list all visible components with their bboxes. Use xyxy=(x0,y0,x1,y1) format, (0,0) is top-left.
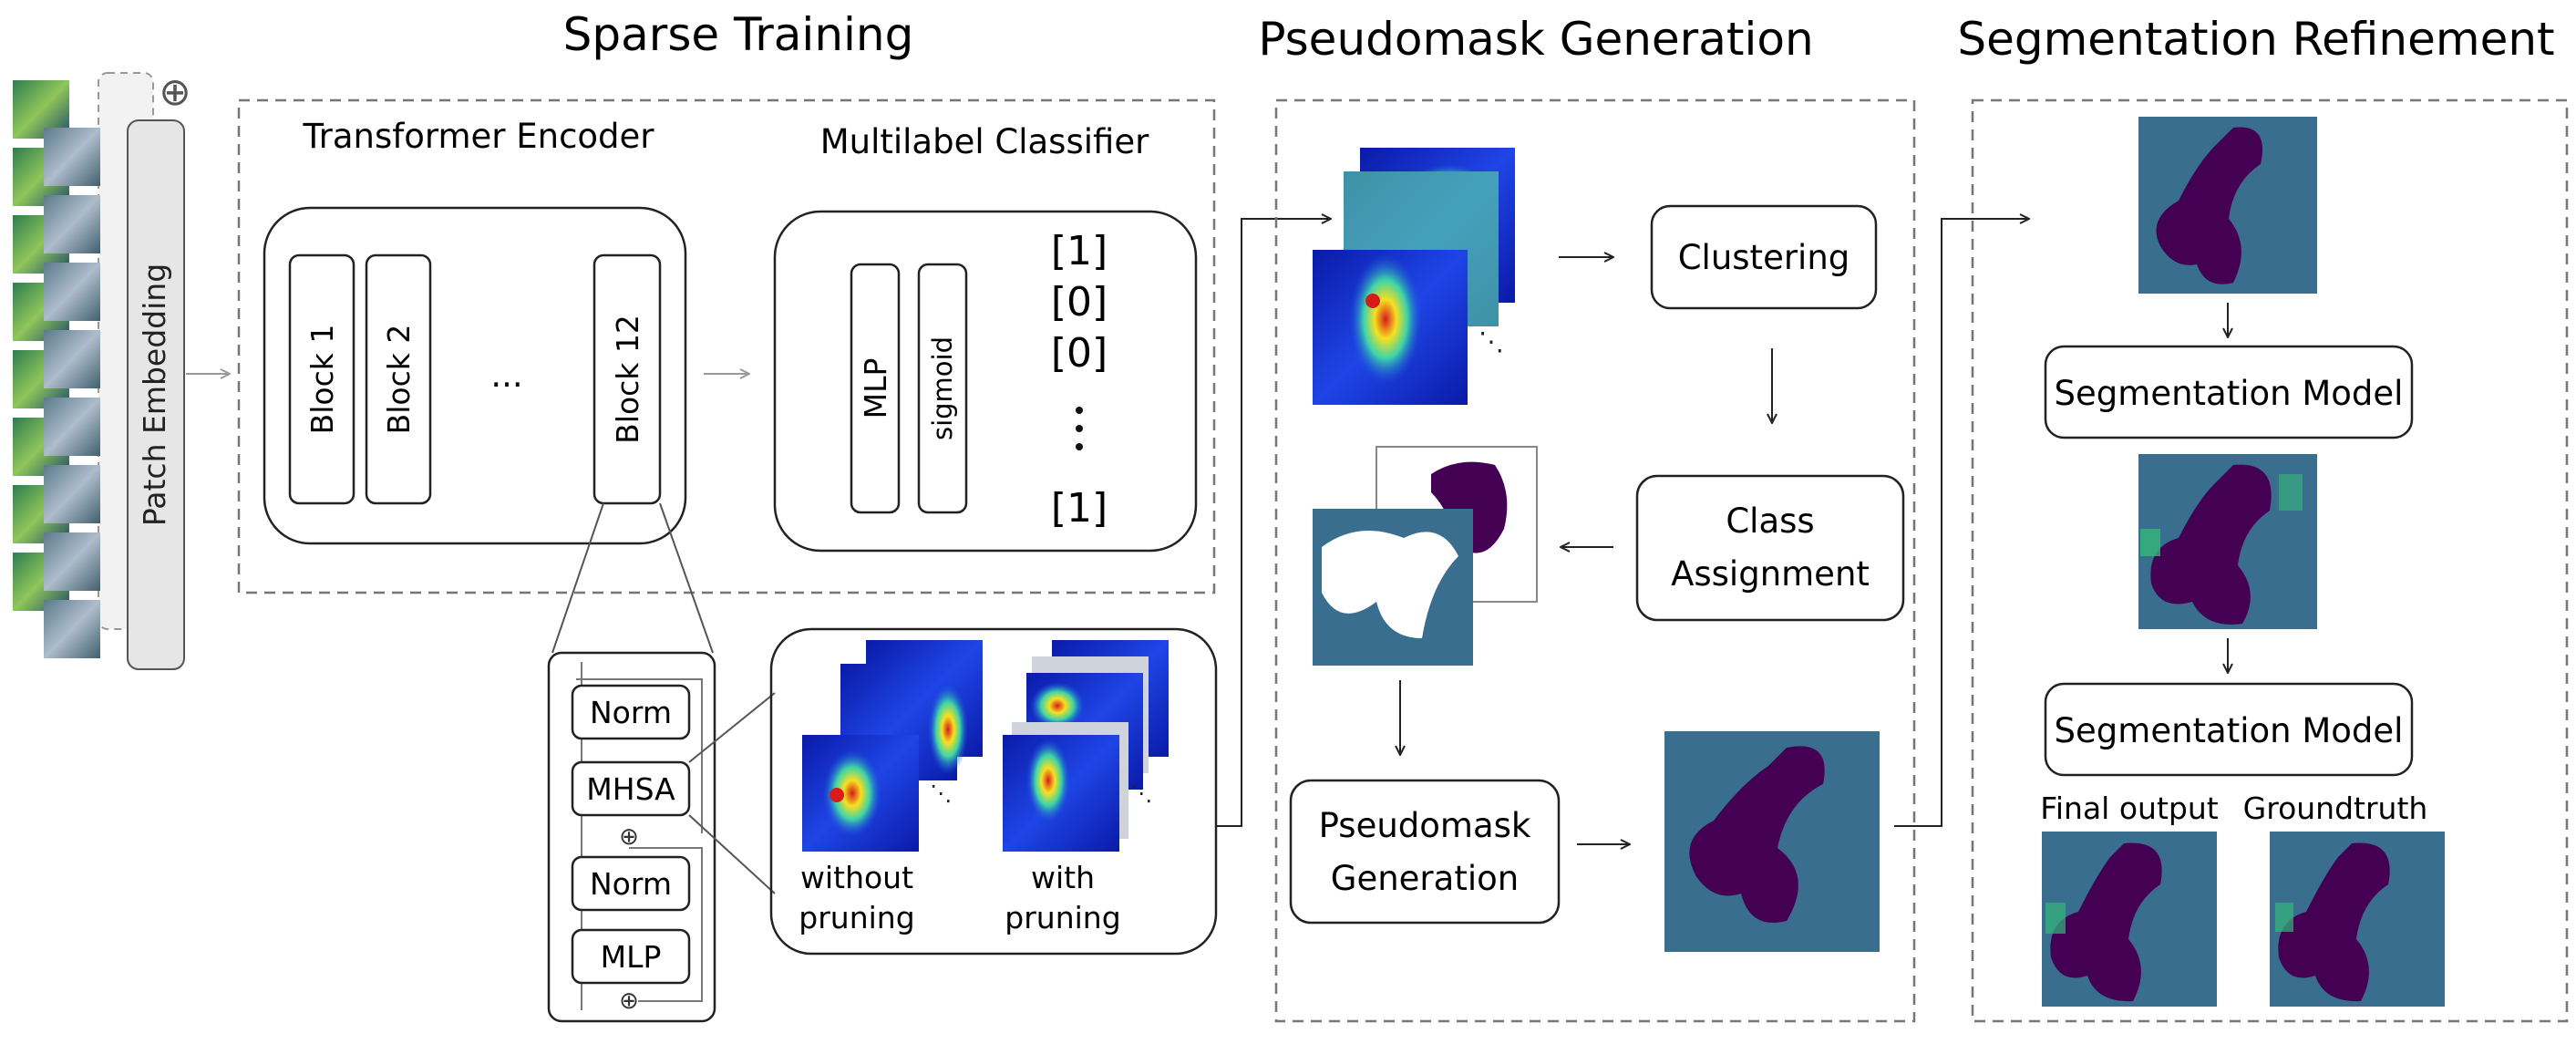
attention-heatmaps-with-pruning: ⋱ xyxy=(1003,640,1169,852)
without-pruning-line-2: pruning xyxy=(799,900,914,935)
arrow-attention-to-pseudomask xyxy=(1216,219,1331,827)
svg-text:⋱: ⋱ xyxy=(930,780,952,806)
multilabel-classifier-box xyxy=(773,210,1198,553)
block-12-label: Block 12 xyxy=(610,315,645,444)
segmentation-model-label-2: Segmentation Model xyxy=(2055,711,2404,750)
transformer-encoder-label: Transformer Encoder xyxy=(302,117,654,156)
with-pruning-line-1: with xyxy=(1031,860,1095,895)
output-2: [0] xyxy=(1051,330,1108,377)
block-1 xyxy=(288,253,355,505)
block-1-label: Block 1 xyxy=(304,325,340,435)
segmentation-model-label-1: Segmentation Model xyxy=(2055,374,2404,413)
segmentation-model-box-1[interactable] xyxy=(2044,345,2414,439)
refinement-container xyxy=(1971,98,2569,1023)
detail-mlp xyxy=(571,928,691,985)
svg-text:⋱: ⋱ xyxy=(1130,780,1152,806)
input-patches xyxy=(13,72,154,658)
block-12 xyxy=(592,253,662,505)
detail-mlp-label: MLP xyxy=(601,939,662,975)
section-title-pseudomask-generation: Pseudomask Generation xyxy=(1258,13,1813,66)
groundtruth-label: Groundtruth xyxy=(2243,790,2428,826)
clustering-box[interactable] xyxy=(1650,204,1878,310)
residual-path-2 xyxy=(629,847,703,1002)
block-2-label: Block 2 xyxy=(381,325,417,435)
output-3: [1] xyxy=(1051,485,1108,532)
zoom-line-attn-top xyxy=(688,692,776,763)
classifier-mlp xyxy=(850,263,901,514)
refinement-intermediate-mask xyxy=(2138,454,2317,629)
zoom-line-left xyxy=(551,502,604,654)
without-pruning-line-1: without xyxy=(800,860,913,895)
groundtruth-image xyxy=(2270,832,2445,1007)
detail-mhsa-label: MHSA xyxy=(586,771,675,807)
sparse-training-container xyxy=(237,98,1216,594)
final-output-image xyxy=(2042,832,2217,1007)
svg-text:⋱: ⋱ xyxy=(1479,326,1504,356)
residual-path-1 xyxy=(576,678,703,833)
output-vertical-ellipsis xyxy=(1076,407,1083,450)
zoom-line-right xyxy=(659,502,714,654)
arrow-pseudomask-to-refinement xyxy=(1894,219,2029,827)
blocks-ellipsis: ... xyxy=(490,356,522,395)
patch-embedding-box xyxy=(127,119,185,670)
multilabel-classifier-label: Multilabel Classifier xyxy=(820,122,1149,161)
classifier-mlp-label: MLP xyxy=(858,358,893,419)
pseudomask-generation-label-line-1: Pseudomask xyxy=(1319,806,1531,845)
section-title-sparse-training: Sparse Training xyxy=(563,8,914,61)
with-pruning-line-2: pruning xyxy=(1005,900,1120,935)
pseudomask-container xyxy=(1274,98,1916,1023)
classifier-sigmoid-label: sigmoid xyxy=(927,336,958,440)
class-assignment-label-line-2: Assignment xyxy=(1671,554,1870,594)
residual-add-icon-2: ⊕ xyxy=(619,987,639,1015)
attention-heatmaps-without-pruning: ⋱ xyxy=(802,640,983,852)
detail-norm-2-label: Norm xyxy=(590,866,672,902)
classifier-sigmoid xyxy=(917,263,968,514)
output-1: [0] xyxy=(1051,279,1108,326)
refinement-input-mask xyxy=(2138,117,2317,294)
detail-norm-1 xyxy=(571,684,691,740)
detail-norm-2 xyxy=(571,855,691,912)
detail-norm-1-label: Norm xyxy=(590,695,672,730)
clustering-label: Clustering xyxy=(1678,238,1850,277)
residual-add-icon-1: ⊕ xyxy=(619,823,639,851)
transformer-encoder-box xyxy=(263,206,687,545)
attention-maps-box xyxy=(769,627,1218,956)
plus-circle-icon: ⊕ xyxy=(159,69,191,114)
class-assignment-box[interactable] xyxy=(1635,474,1905,622)
output-0: [1] xyxy=(1051,228,1108,274)
pseudomask-generation-label-line-2: Generation xyxy=(1331,859,1519,898)
pseudomask-generation-box[interactable] xyxy=(1289,779,1561,925)
pseudomask-output xyxy=(1664,731,1880,952)
detail-mhsa xyxy=(571,760,691,817)
block-2 xyxy=(365,253,432,505)
zoom-line-attn-bottom xyxy=(688,814,776,894)
binary-masks xyxy=(1313,446,1538,666)
section-title-segmentation-refinement: Segmentation Refinement xyxy=(1957,13,2554,66)
segmentation-model-box-2[interactable] xyxy=(2044,682,2414,777)
final-output-label: Final output xyxy=(2040,790,2218,826)
patch-embedding-label: Patch Embedding xyxy=(137,264,172,526)
pseudomask-heatmaps: ⋱ xyxy=(1313,148,1515,405)
class-assignment-label-line-1: Class xyxy=(1726,501,1814,541)
